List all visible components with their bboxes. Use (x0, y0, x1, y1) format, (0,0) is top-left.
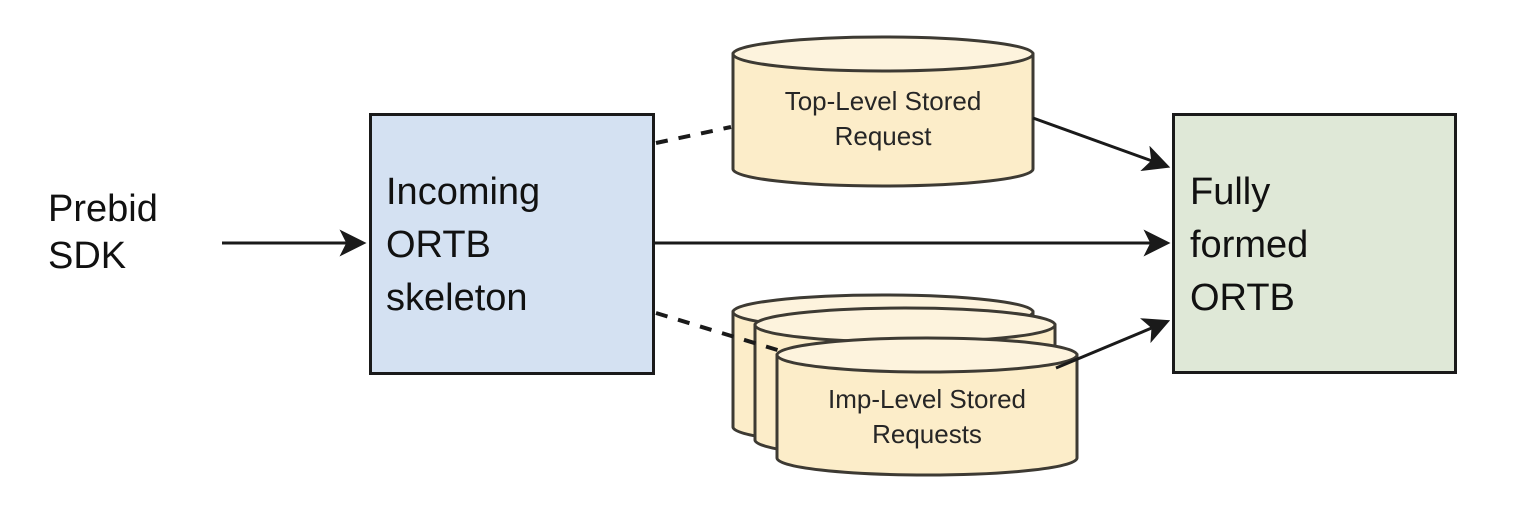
incoming-ortb-skeleton-box[interactable] (369, 113, 655, 375)
edge-top-level-to-output (1032, 116, 1171, 172)
node-top-level-stored-request[interactable] (731, 35, 1035, 188)
edge-skeleton-to-top-level-line (655, 125, 732, 145)
edge-imp-level-to-output-line (1055, 318, 1171, 370)
node-incoming-ortb-skeleton[interactable] (369, 113, 655, 375)
edge-skeleton-to-top-level (655, 125, 732, 145)
node-imp-level-stored-requests[interactable] (731, 293, 1079, 477)
imp-level-cylinder-front-top (775, 336, 1079, 374)
imp-level-cylinder-front-body (775, 353, 1079, 477)
node-fully-formed-ortb[interactable] (1172, 113, 1457, 374)
top-level-cylinder-body (731, 52, 1035, 188)
edge-top-level-to-output-line (1032, 116, 1171, 172)
edge-imp-level-to-output (1055, 318, 1171, 370)
top-level-cylinder-top (731, 35, 1035, 73)
fully-formed-ortb-box[interactable] (1172, 113, 1457, 374)
